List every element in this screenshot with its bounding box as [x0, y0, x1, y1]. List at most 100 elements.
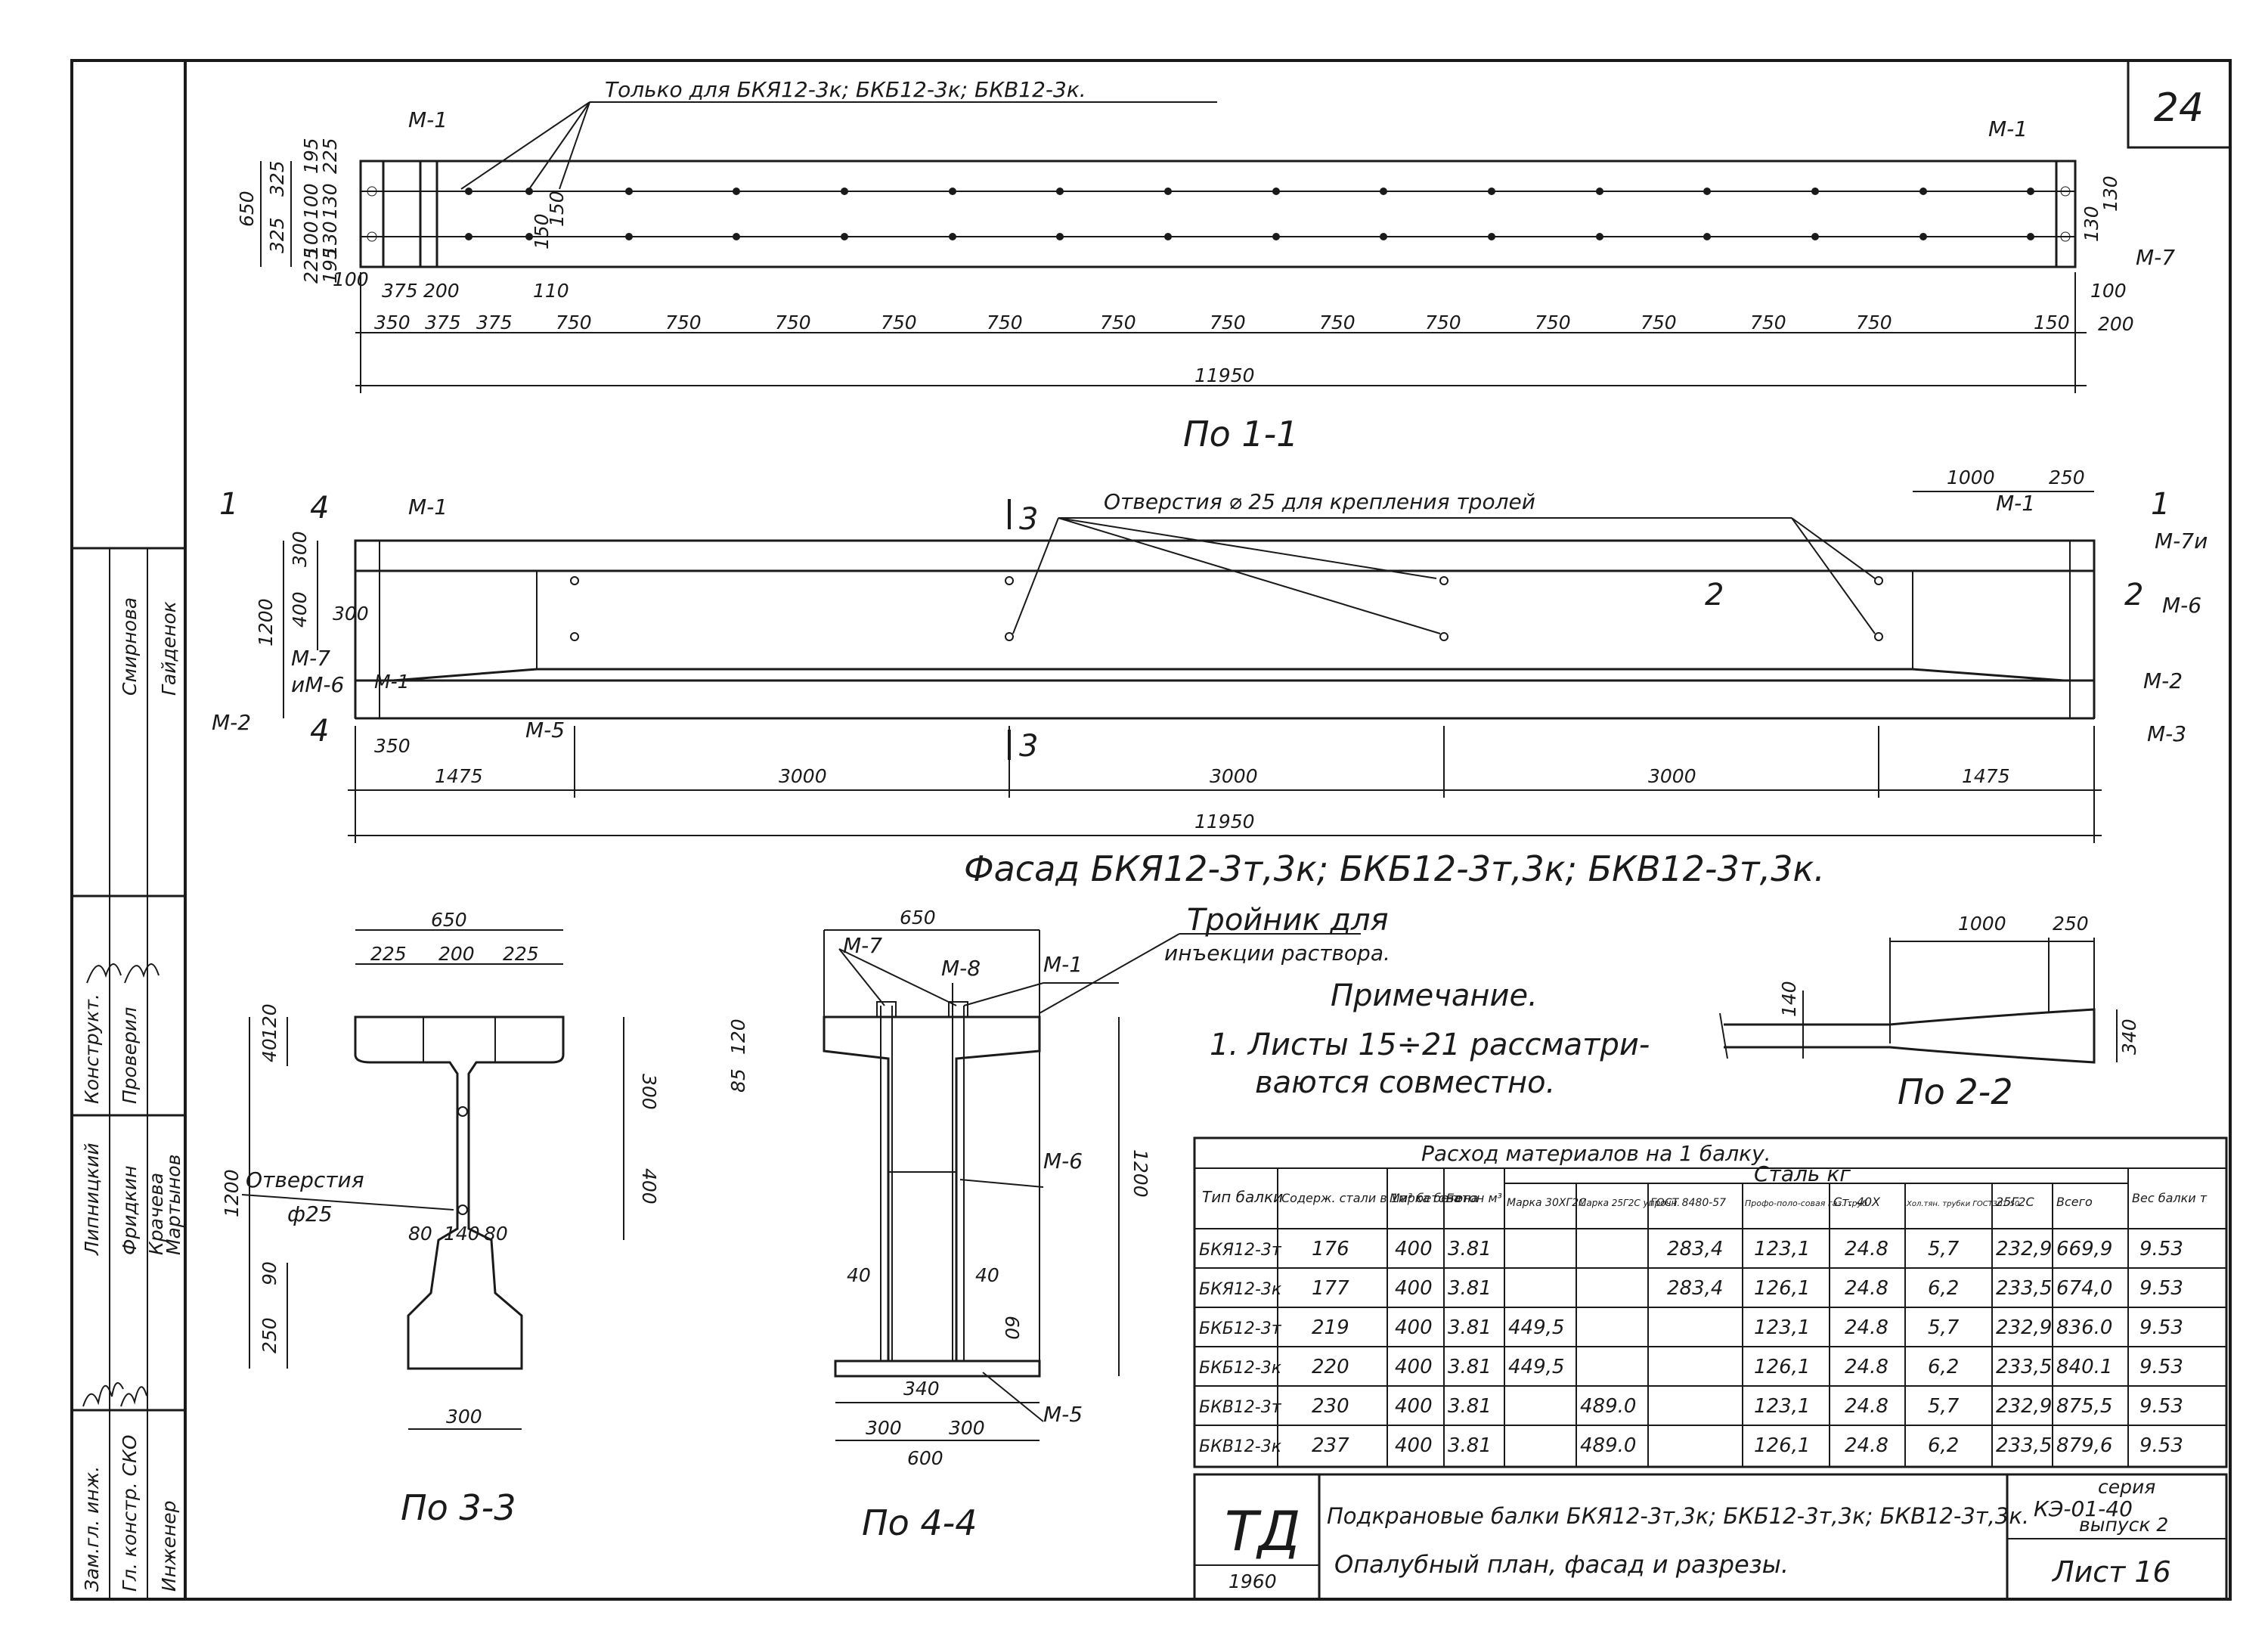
svg-text:24.8: 24.8 — [1845, 1238, 1888, 1260]
svg-text:489.0: 489.0 — [1580, 1434, 1636, 1457]
tb-year: 1960 — [1228, 1570, 1277, 1592]
plan-left-dim-325b: 325 — [266, 160, 288, 197]
plan-total-dim: 11950 — [1194, 364, 1255, 386]
svg-text:3.81: 3.81 — [1448, 1277, 1492, 1300]
svg-text:489.0: 489.0 — [1580, 1395, 1636, 1418]
plan-left-dim-100a: 100 — [300, 183, 322, 219]
facade-height-300b: 300 — [333, 603, 369, 625]
facade-span-3: 3000 — [1210, 765, 1258, 787]
facade-mark-m7-left: М-7 — [291, 646, 330, 671]
svg-text:6,2: 6,2 — [1928, 1434, 1959, 1457]
section-2-2-shape — [1719, 938, 2118, 1064]
svg-text:24.8: 24.8 — [1845, 1395, 1888, 1418]
svg-text:232,9: 232,9 — [1996, 1238, 2052, 1260]
plan-left-dim-195b: 195 — [319, 247, 341, 284]
table-row: БКБ12-3т 219 400 3.81 449,5 123,1 24.8 5… — [1199, 1316, 2183, 1339]
plan-hole — [2060, 231, 2071, 242]
facade-holes-note: Отверстия ⌀ 25 для крепления тролей — [1104, 489, 1535, 514]
svg-text:283,4: 283,4 — [1667, 1238, 1723, 1260]
svg-text:9.53: 9.53 — [2139, 1356, 2183, 1378]
svg-text:123,1: 123,1 — [1754, 1395, 1810, 1418]
svg-text:674,0: 674,0 — [2056, 1277, 2112, 1300]
svg-text:БКВ12-3т: БКВ12-3т — [1199, 1398, 1282, 1417]
tb-line-1: Подкрановые балки БКЯ12-3т,3к; БКБ12-3т,… — [1327, 1503, 2029, 1529]
plan-left-dim-100b: 100 — [300, 221, 322, 257]
note-line-2: ваются совместно. — [1255, 1065, 1555, 1100]
facade-span-4: 3000 — [1648, 765, 1696, 787]
plan-left-dim-225b: 225 — [300, 247, 322, 284]
facade-section-1-left: 1 — [219, 487, 238, 522]
svg-text:123,1: 123,1 — [1754, 1316, 1810, 1339]
svg-text:БКЯ12-3к: БКЯ12-3к — [1199, 1280, 1282, 1299]
svg-text:Тип балки: Тип балки — [1202, 1188, 1283, 1206]
plan-view — [260, 101, 2087, 393]
tb-series-label: серия — [2098, 1476, 2155, 1498]
svg-text:150: 150 — [2034, 312, 2070, 333]
svg-text:879,6: 879,6 — [2056, 1434, 2112, 1457]
s22-dim-250: 250 — [2053, 913, 2089, 935]
svg-text:836.0: 836.0 — [2056, 1316, 2112, 1339]
facade-span-5: 1475 — [1962, 765, 2010, 787]
svg-text:375: 375 — [476, 312, 513, 333]
facade-section-3-top: 3 — [1019, 502, 1038, 537]
facade-section-2-mid: 2 — [1705, 578, 1724, 612]
svg-text:Всего: Всего — [2056, 1195, 2093, 1209]
svg-text:5,7: 5,7 — [1928, 1316, 1960, 1339]
svg-text:750: 750 — [881, 312, 917, 333]
s44-mark-m6: М-6 — [1043, 1149, 1083, 1173]
s22-dim-1000: 1000 — [1958, 913, 2006, 935]
s33-left-90: 90 — [259, 1261, 280, 1285]
s44-left-85: 85 — [727, 1068, 749, 1093]
s33-bottom-80a: 80 — [408, 1223, 432, 1245]
facade-top-250: 250 — [2049, 467, 2085, 488]
svg-text:Профо-поло-совая газ. труб.: Профо-поло-совая газ. труб. — [1745, 1198, 1870, 1208]
note-line-1: 1. Листы 15÷21 рассматри- — [1210, 1028, 1650, 1062]
svg-text:Вес балки т: Вес балки т — [2132, 1191, 2208, 1205]
svg-text:3.81: 3.81 — [1448, 1395, 1492, 1418]
s33-right-400: 400 — [638, 1168, 660, 1204]
facade-mark-m2-left: М-2 — [212, 710, 251, 735]
svg-text:750: 750 — [556, 312, 592, 333]
section-4-4-title: По 4-4 — [862, 1502, 978, 1543]
s33-left-40: 40 — [259, 1038, 280, 1062]
s33-top-225a: 225 — [370, 943, 407, 965]
facade-title: Фасад БКЯ12-3т,3к; БКБ12-3т,3к; БКВ12-3т… — [964, 848, 1825, 889]
svg-text:449,5: 449,5 — [1508, 1316, 1564, 1339]
table-row: БКВ12-3т 230 400 3.81 489.0 123,1 24.8 5… — [1199, 1395, 2183, 1418]
tb-issue: выпуск 2 — [2079, 1514, 2168, 1536]
s22-dim-140: 140 — [1778, 981, 1800, 1017]
s44-bottom-300a: 300 — [866, 1417, 902, 1439]
svg-text:6,2: 6,2 — [1928, 1356, 1959, 1378]
facade-mark-m3-right: М-3 — [2147, 721, 2186, 746]
plan-left-dim-130b: 130 — [319, 221, 341, 257]
s44-left-40: 40 — [847, 1264, 871, 1286]
stamp-role-inzh: Инженер — [158, 1500, 180, 1592]
facade-section-4-bottom: 4 — [310, 714, 329, 749]
svg-text:232,9: 232,9 — [1996, 1395, 2052, 1418]
sheet-number: 24 — [2154, 85, 2204, 131]
svg-text:Марка 25Г2С упрочн.: Марка 25Г2С упрочн. — [1579, 1198, 1680, 1208]
plan-small-100: 100 — [333, 268, 369, 290]
svg-text:750: 750 — [1425, 312, 1461, 333]
svg-text:123,1: 123,1 — [1754, 1238, 1810, 1260]
svg-text:Хол.тян. трубки ГОСТ301-50: Хол.тян. трубки ГОСТ301-50 — [1906, 1199, 2019, 1208]
svg-text:750: 750 — [1856, 312, 1892, 333]
facade-mark-m6-left: иМ-6 — [291, 672, 344, 697]
stamp-name-gaidenok: Гайденок — [158, 601, 180, 696]
svg-text:24.8: 24.8 — [1845, 1277, 1888, 1300]
stamp-role-glkonstr: Гл. констр. СКО — [119, 1435, 141, 1592]
svg-text:5,7: 5,7 — [1928, 1238, 1960, 1260]
svg-text:750: 750 — [1641, 312, 1677, 333]
svg-text:449,5: 449,5 — [1508, 1356, 1564, 1378]
s33-hole-label: Отверстия — [246, 1167, 364, 1192]
facade-small-350: 350 — [374, 735, 411, 757]
s44-left-120: 120 — [727, 1018, 749, 1055]
stamp-name-kracheva: Крачева — [145, 1173, 167, 1255]
svg-text:25Г2С: 25Г2С — [1996, 1195, 2034, 1209]
s44-mark-m1: М-1 — [1043, 952, 1083, 977]
note-title: Примечание. — [1331, 978, 1538, 1013]
s33-left-250: 250 — [259, 1317, 280, 1353]
svg-text:БКВ12-3к: БКВ12-3к — [1199, 1437, 1282, 1456]
s33-bottom-140: 140 — [444, 1223, 480, 1245]
facade-mark-m1-left: М-1 — [408, 495, 448, 519]
